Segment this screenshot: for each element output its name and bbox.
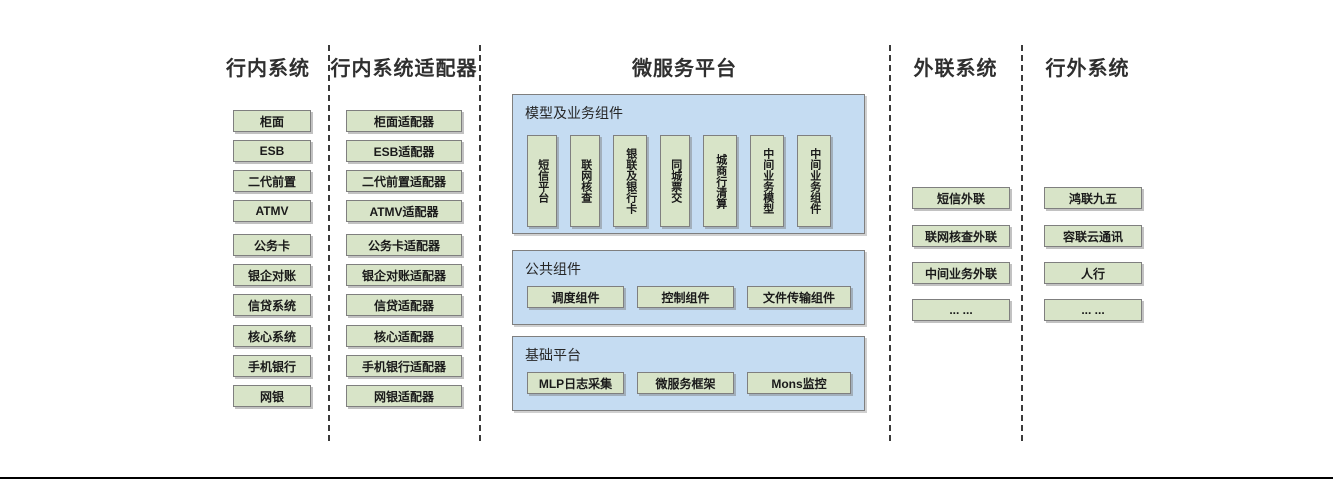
node-base-platform-component[interactable]: Mons监控 [747, 372, 851, 394]
divider-platform-external [889, 45, 891, 441]
node-model-component[interactable]: 银联及银行卡 [613, 135, 647, 227]
node-external-liaison[interactable]: 中间业务外联 [912, 262, 1010, 284]
node-internal-adapter[interactable]: ESB适配器 [346, 140, 462, 162]
node-external-liaison[interactable]: 联网核查外联 [912, 225, 1010, 247]
node-outside-system[interactable]: 鸿联九五 [1044, 187, 1142, 209]
node-external-liaison[interactable]: 短信外联 [912, 187, 1010, 209]
page-bottom-rule [0, 477, 1333, 479]
node-internal-adapter[interactable]: 信贷适配器 [346, 294, 462, 316]
node-external-liaison[interactable]: ... ... [912, 299, 1010, 321]
panel-label-model-business-components: 模型及业务组件 [525, 105, 623, 121]
node-internal-adapter[interactable]: 手机银行适配器 [346, 355, 462, 377]
node-outside-system[interactable]: ... ... [1044, 299, 1142, 321]
node-model-component[interactable]: 联网核查 [570, 135, 600, 227]
node-internal-system[interactable]: 公务卡 [233, 234, 311, 256]
column-title-internal-adapters: 行内系统适配器 [330, 58, 478, 80]
column-title-microservice-platform: 微服务平台 [632, 58, 737, 80]
node-outside-system[interactable]: 容联云通讯 [1044, 225, 1142, 247]
node-internal-system[interactable]: 核心系统 [233, 325, 311, 347]
node-model-component[interactable]: 同城票交 [660, 135, 690, 227]
node-model-component[interactable]: 城商行清算 [703, 135, 737, 227]
node-internal-system[interactable]: 二代前置 [233, 170, 311, 192]
node-internal-system[interactable]: 手机银行 [233, 355, 311, 377]
panel-label-base-platform: 基础平台 [525, 347, 581, 363]
node-internal-adapter[interactable]: 二代前置适配器 [346, 170, 462, 192]
panel-label-public-components: 公共组件 [525, 261, 581, 277]
node-internal-system[interactable]: ESB [233, 140, 311, 162]
node-internal-adapter[interactable]: 公务卡适配器 [346, 234, 462, 256]
node-model-component[interactable]: 短信平台 [527, 135, 557, 227]
node-internal-system[interactable]: 信贷系统 [233, 294, 311, 316]
node-internal-adapter[interactable]: 银企对账适配器 [346, 264, 462, 286]
node-outside-system[interactable]: 人行 [1044, 262, 1142, 284]
node-public-component[interactable]: 文件传输组件 [747, 286, 851, 308]
node-internal-adapter[interactable]: ATMV适配器 [346, 200, 462, 222]
node-base-platform-component[interactable]: 微服务框架 [637, 372, 734, 394]
node-internal-adapter[interactable]: 网银适配器 [346, 385, 462, 407]
node-public-component[interactable]: 控制组件 [637, 286, 734, 308]
divider-adapter-platform [479, 45, 481, 441]
node-internal-system[interactable]: ATMV [233, 200, 311, 222]
divider-external-outside [1021, 45, 1023, 441]
node-internal-system[interactable]: 柜面 [233, 110, 311, 132]
column-title-internal-systems: 行内系统 [226, 58, 310, 80]
node-base-platform-component[interactable]: MLP日志采集 [527, 372, 624, 394]
node-model-component[interactable]: 中间业务模型 [750, 135, 784, 227]
node-public-component[interactable]: 调度组件 [527, 286, 624, 308]
column-title-external-liaison: 外联系统 [913, 58, 998, 80]
divider-internal-adapter [328, 45, 330, 441]
node-internal-system[interactable]: 网银 [233, 385, 311, 407]
node-internal-adapter[interactable]: 柜面适配器 [346, 110, 462, 132]
column-title-outside-systems: 行外系统 [1045, 58, 1130, 80]
node-internal-adapter[interactable]: 核心适配器 [346, 325, 462, 347]
node-internal-system[interactable]: 银企对账 [233, 264, 311, 286]
node-model-component[interactable]: 中间业务组件 [797, 135, 831, 227]
